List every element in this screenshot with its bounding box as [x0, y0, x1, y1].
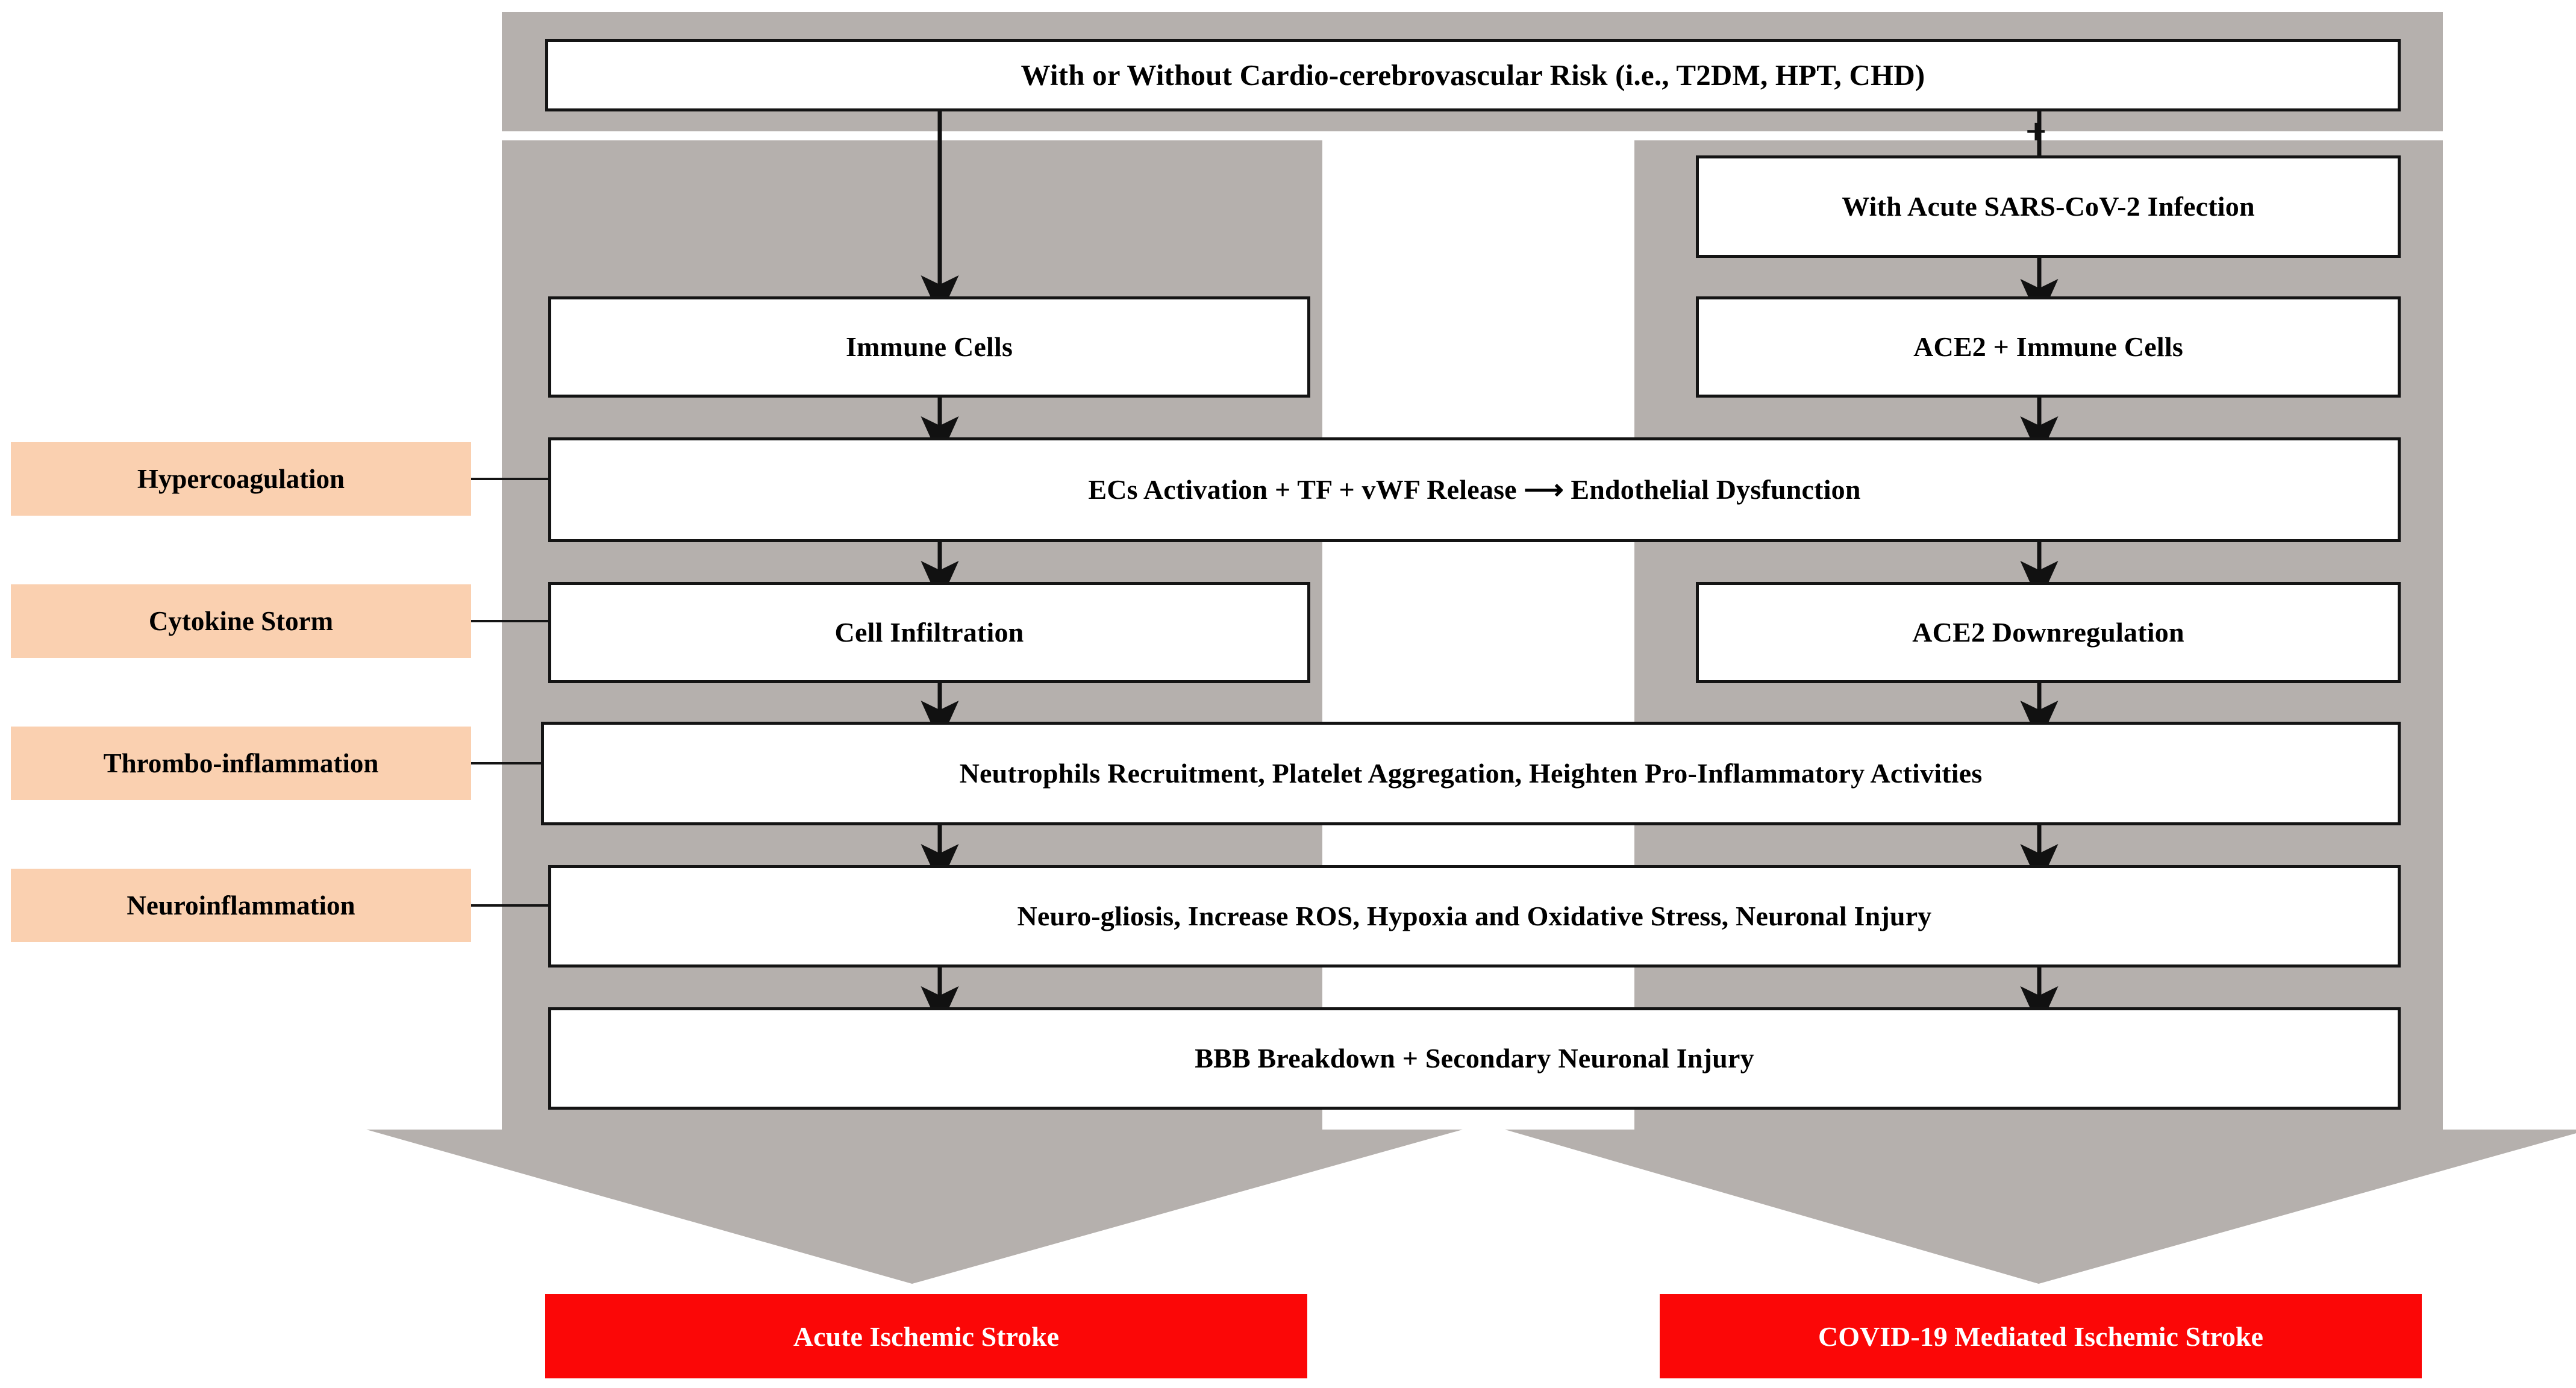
node-sars-cov-2-infection[interactable]: With Acute SARS-CoV-2 Infection: [1696, 155, 2401, 258]
node-ace2-downregulation[interactable]: ACE2 Downregulation: [1696, 582, 2401, 683]
tag-hypercoagulation[interactable]: Hypercoagulation: [11, 442, 471, 516]
outcome-covid19-mediated-ischemic-stroke[interactable]: COVID-19 Mediated Ischemic Stroke: [1660, 1294, 2422, 1378]
node-neurogliosis-ros-hypoxia-injury[interactable]: Neuro-gliosis, Increase ROS, Hypoxia and…: [548, 865, 2401, 968]
connector-thrombo-inflammation: [471, 762, 543, 764]
node-cell-infiltration[interactable]: Cell Infiltration: [548, 582, 1310, 683]
connector-hypercoagulation: [471, 478, 549, 480]
connector-neuroinflammation: [471, 904, 549, 907]
outcome-acute-ischemic-stroke[interactable]: Acute Ischemic Stroke: [545, 1294, 1307, 1378]
node-immune-cells[interactable]: Immune Cells: [548, 296, 1310, 398]
tag-thrombo-inflammation[interactable]: Thrombo-inflammation: [11, 727, 471, 800]
node-ecs-activation-endothelial-dysfunction[interactable]: ECs Activation + TF + vWF Release ⟶ Endo…: [548, 437, 2401, 542]
plus-symbol: +: [2025, 111, 2047, 152]
node-ace2-immune-cells[interactable]: ACE2 + Immune Cells: [1696, 296, 2401, 398]
node-neutrophils-platelet-proinflammatory[interactable]: Neutrophils Recruitment, Platelet Aggreg…: [541, 722, 2401, 825]
node-bbb-breakdown-secondary-injury[interactable]: BBB Breakdown + Secondary Neuronal Injur…: [548, 1007, 2401, 1110]
connector-cytokine-storm: [471, 620, 549, 622]
tag-neuroinflammation[interactable]: Neuroinflammation: [11, 869, 471, 942]
node-baseline-risk[interactable]: With or Without Cardio-cerebrovascular R…: [545, 39, 2401, 111]
block-arrow-right-outcome: [1505, 1109, 2576, 1284]
block-arrow-left-outcome: [366, 1109, 1463, 1284]
tag-cytokine-storm[interactable]: Cytokine Storm: [11, 584, 471, 658]
